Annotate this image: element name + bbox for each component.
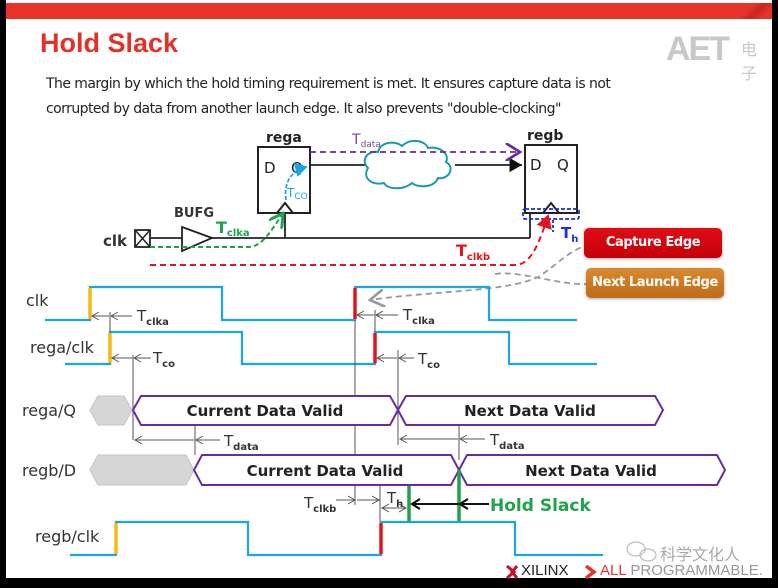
- clk-waveform: [45, 285, 577, 322]
- waveforms: clk rega/clk Tclka Tco Tclka Tco rega/Q: [22, 285, 727, 557]
- aet-logo: AET: [666, 30, 730, 68]
- tco-1-label: Tco: [152, 349, 175, 370]
- th-schematic-label: Th: [561, 224, 578, 245]
- tco-path: [284, 162, 308, 201]
- signal-label-regb-d: regb/D: [22, 461, 76, 480]
- chevron-right-icon: [584, 564, 597, 580]
- rega-q-current-label: Current Data Valid: [187, 402, 344, 420]
- capture-edge-connector: [370, 243, 591, 300]
- rega-q-next-label: Next Data Valid: [464, 402, 596, 420]
- next-launch-edge-connector: [494, 272, 591, 285]
- description-line-1: The margin by which the hold timing requ…: [46, 76, 611, 92]
- tclkb-path: [150, 214, 552, 266]
- description-line-2: corrupted by data from another launch ed…: [46, 101, 561, 117]
- tclkb-schematic-label: Tclkb: [456, 241, 490, 263]
- footer-brand: XILINX ALL PROGRAMMABLE.: [521, 562, 763, 579]
- regb-label: regb: [527, 128, 563, 144]
- signal-label-rega-clk: rega/clk: [30, 338, 95, 357]
- bufg-label: BUFG: [174, 206, 214, 221]
- tdata-1-label: Tdata: [223, 432, 259, 453]
- slide-description: The margin by which the hold timing requ…: [46, 72, 746, 122]
- rega-label: rega: [266, 130, 302, 146]
- regb-clk-waveform: [70, 520, 603, 557]
- bufg-icon: [181, 225, 215, 253]
- th-label: Th: [386, 489, 403, 510]
- regb-d-invalid: [89, 454, 195, 486]
- rega-q-next-data: [396, 395, 665, 426]
- tco-schematic-label: TCO: [286, 186, 308, 202]
- tco-2-label: Tco: [417, 350, 440, 371]
- capture-edge-callout: Capture Edge: [584, 228, 722, 258]
- rega-d-pin: D: [264, 159, 276, 177]
- tagline-programmable: PROGRAMMABLE.: [630, 562, 763, 579]
- wechat-icon: [626, 541, 657, 562]
- title-bar-decoration: [732, 3, 772, 19]
- regb-q-pin: Q: [557, 156, 569, 174]
- next-launch-edge-callout: Next Launch Edge: [586, 268, 724, 298]
- tclka-schematic-label: Tclka: [216, 218, 250, 239]
- tclka-path: [150, 215, 282, 248]
- rega-clk-waveform: [65, 330, 597, 366]
- rega-q-invalid: [89, 395, 133, 426]
- signal-label-clk: clk: [26, 291, 49, 310]
- combinational-logic-cloud-icon: [363, 140, 452, 190]
- rega-clock-triangle-icon: [276, 201, 294, 214]
- rega-block: [257, 146, 311, 214]
- signal-label-regb-clk: regb/clk: [35, 527, 100, 546]
- tclkb-label: Tclkb: [303, 494, 336, 515]
- hold-slack-label: Hold Slack: [490, 496, 591, 516]
- tagline-all: ALL: [600, 562, 627, 579]
- tdata-schematic-label: Tdata: [351, 132, 381, 150]
- hold-window: [522, 208, 580, 220]
- regb-d-current-label: Current Data Valid: [247, 462, 404, 480]
- clk-port-cross: [134, 229, 151, 248]
- aet-logo-sub: 电子: [741, 40, 758, 83]
- tclka-2-label: Tclka: [402, 306, 435, 327]
- slide-title: Hold Slack: [40, 28, 179, 58]
- hold-slack-arrowhead: [409, 498, 421, 510]
- schematic: clk BUFG rega D Q regb D Q Th Tdata: [103, 128, 591, 300]
- regb-d-next-data: [457, 454, 727, 486]
- tclka-1-label: Tclka: [136, 307, 169, 328]
- xilinx-brand: XILINX: [521, 562, 569, 579]
- tdata-2-label: Tdata: [489, 431, 525, 452]
- signal-label-rega-q: rega/Q: [22, 401, 76, 420]
- regb-d-pin: D: [530, 156, 542, 174]
- watermark-text: 科学文化人: [660, 545, 741, 564]
- clk-port-label: clk: [103, 232, 128, 250]
- hold-slack-arrowhead: [457, 498, 469, 510]
- xilinx-logo-icon: [506, 564, 519, 580]
- title-bar: [6, 3, 772, 19]
- regb-d-next-label: Next Data Valid: [525, 462, 657, 480]
